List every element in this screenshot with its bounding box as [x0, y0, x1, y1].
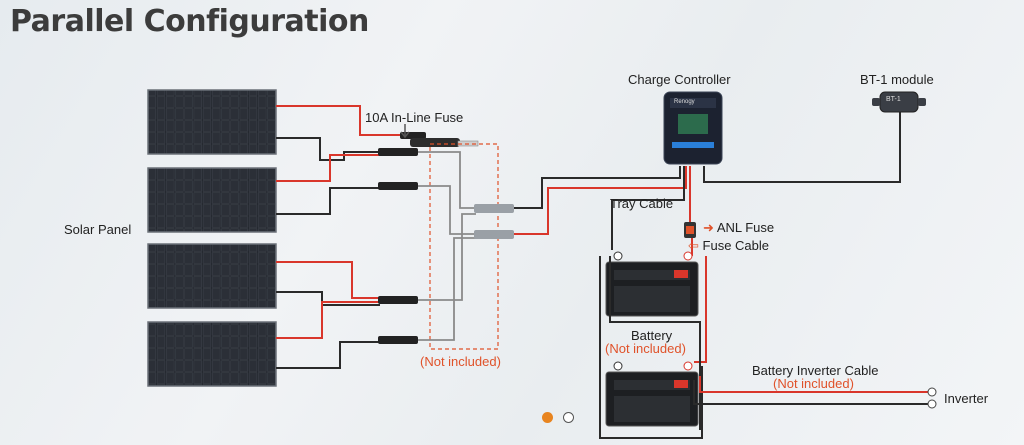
anl-fuse-label: ➜ ANL Fuse — [703, 220, 775, 235]
bt1-label: BT-1 module — [860, 72, 934, 87]
inverter-cable-not-included: (Not included) — [773, 376, 854, 391]
bt1-device-text: BT-1 — [886, 96, 901, 103]
charge-controller — [663, 91, 723, 165]
inverter-cable-label: Battery Inverter Cable — [752, 363, 879, 378]
branch-connectors — [378, 132, 426, 344]
panel-wires — [276, 105, 400, 369]
not-included-region — [429, 143, 499, 350]
battery-label: Battery — [631, 328, 673, 343]
not-included-label: (Not included) — [420, 354, 501, 369]
battery-not-included: (Not included) — [605, 341, 686, 356]
charge-controller-label: Charge Controller — [628, 72, 731, 87]
solar-panel-2 — [147, 167, 277, 233]
solar-panel-1 — [147, 89, 277, 155]
battery-interconnect — [599, 256, 930, 439]
bt1-module — [872, 91, 926, 113]
inverter-label: Inverter — [944, 391, 989, 406]
controller-wires — [514, 166, 687, 235]
carousel-dot-2[interactable] — [563, 412, 574, 423]
solar-panel-4 — [147, 321, 277, 387]
controller-brand-text: Renogy — [674, 99, 695, 105]
solar-panel-label: Solar Panel — [64, 222, 132, 237]
solar-panel-3 — [147, 243, 277, 309]
arrow-right-icon: ➜ — [703, 220, 714, 235]
anl-fuse — [684, 222, 696, 238]
fuse-label: 10A In-Line Fuse — [365, 110, 464, 125]
tray-cable-label: Tray Cable — [610, 196, 674, 211]
battery-1 — [605, 251, 699, 317]
cable-icon: ⇦ — [688, 238, 699, 253]
inverter-terminals — [927, 387, 937, 409]
fuse-cable-label: ⇦ Fuse Cable — [688, 238, 770, 253]
carousel-dot-1[interactable] — [542, 412, 553, 423]
mc4-connectors — [474, 204, 514, 239]
battery-2 — [605, 361, 699, 427]
extension-cables — [418, 151, 476, 341]
page-title: Parallel Configuration — [10, 4, 369, 39]
